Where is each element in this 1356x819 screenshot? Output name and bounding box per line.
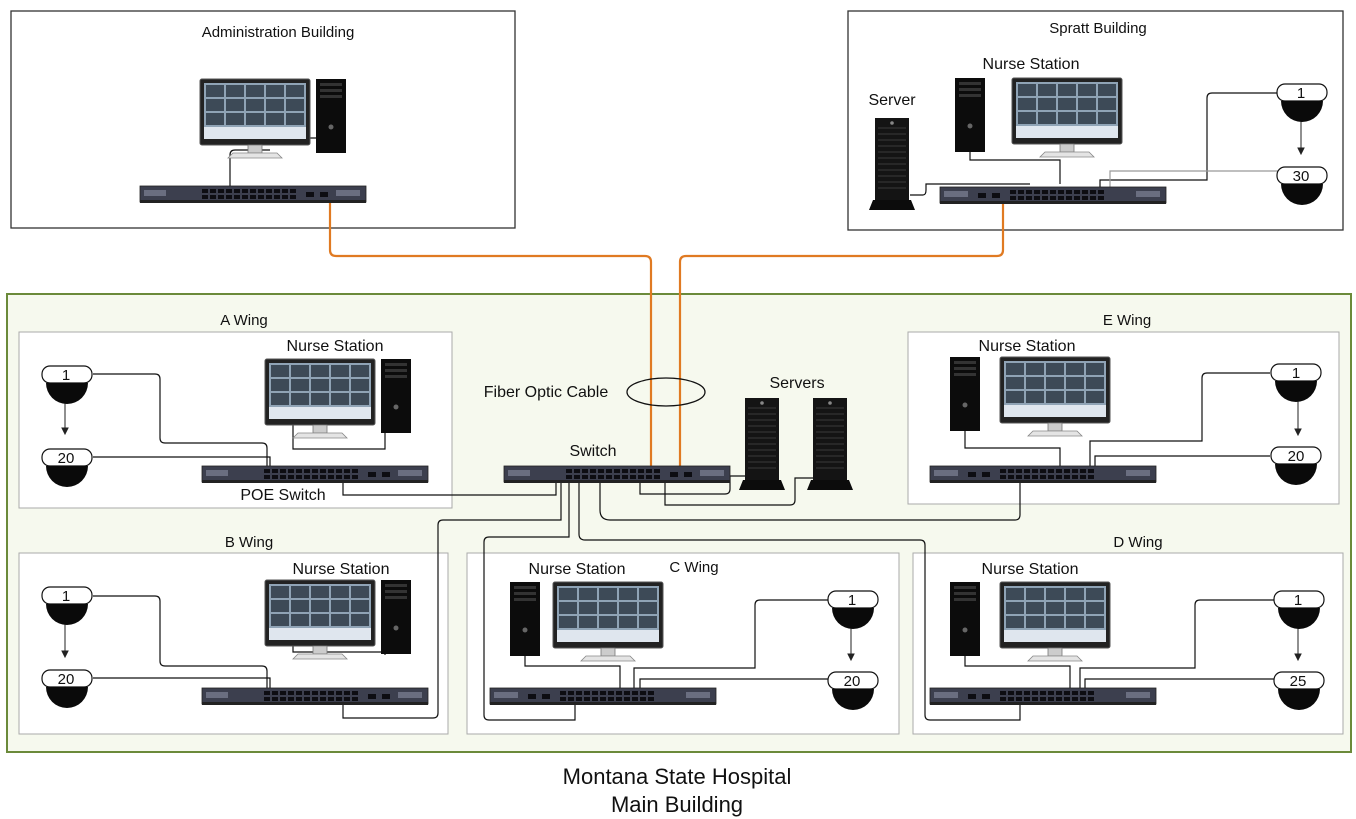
poe-switch-label: POE Switch xyxy=(240,487,326,504)
main-switch xyxy=(503,465,731,484)
a-wing-camera-first-number: 1 xyxy=(61,367,71,384)
e-wing-pc-tower xyxy=(950,357,980,431)
b-wing-nurse-station-label: Nurse Station xyxy=(292,561,390,578)
c-wing-pc-tower xyxy=(510,582,540,656)
fiber-optic-cable-label: Fiber Optic Cable xyxy=(483,384,609,401)
spratt-pc-tower xyxy=(955,78,985,152)
d-wing-nurse-station-label: Nurse Station xyxy=(981,561,1079,578)
fiber-bundle-ring xyxy=(626,377,706,407)
d-wing-switch xyxy=(929,687,1157,706)
b-wing-pc-tower xyxy=(381,580,411,654)
fiber-optic-cables xyxy=(328,200,1005,472)
e-wing-camera-first-number: 1 xyxy=(1291,365,1301,382)
d-wing-camera-last-number: 25 xyxy=(1289,673,1307,690)
admin-switch xyxy=(139,185,367,204)
servers-label: Servers xyxy=(769,375,825,392)
spratt-nurse-station-label: Nurse Station xyxy=(982,56,1080,73)
a-wing-pc-tower xyxy=(381,359,411,433)
main-switch-label: Switch xyxy=(569,443,617,460)
d-wing-title: D Wing xyxy=(1113,534,1163,551)
footer-building-name: Main Building xyxy=(610,792,744,817)
a-wing-title: A Wing xyxy=(220,312,268,329)
b-wing-title: B Wing xyxy=(224,534,274,551)
e-wing-nurse-station-label: Nurse Station xyxy=(978,338,1076,355)
c-wing-camera-first-number: 1 xyxy=(847,592,857,609)
main-server-1 xyxy=(738,397,786,491)
spratt-server-label: Server xyxy=(868,92,916,109)
a-wing-poe-switch xyxy=(201,465,429,484)
d-wing-camera-first-number: 1 xyxy=(1293,592,1303,609)
a-wing-camera-last-number: 20 xyxy=(57,450,75,467)
c-wing-switch xyxy=(489,687,717,706)
footer-hospital-name: Montana State Hospital xyxy=(562,764,792,789)
spratt-server xyxy=(868,117,916,211)
c-wing-title: C Wing xyxy=(669,559,719,576)
c-wing-camera-last-number: 20 xyxy=(843,673,861,690)
spratt-building-title: Spratt Building xyxy=(1049,20,1147,37)
e-wing-switch xyxy=(929,465,1157,484)
admin-building-title: Administration Building xyxy=(201,24,355,41)
spratt-camera-last-number: 30 xyxy=(1292,168,1310,185)
b-wing-switch xyxy=(201,687,429,706)
d-wing-pc-tower xyxy=(950,582,980,656)
e-wing-title: E Wing xyxy=(1102,312,1152,329)
spratt-switch xyxy=(939,186,1167,205)
main-server-2 xyxy=(806,397,854,491)
a-wing-nurse-station-label: Nurse Station xyxy=(286,338,384,355)
admin-pc-tower xyxy=(316,79,346,153)
b-wing-camera-last-number: 20 xyxy=(57,671,75,688)
b-wing-camera-first-number: 1 xyxy=(61,588,71,605)
network-cables xyxy=(93,92,1280,721)
spratt-camera-first-number: 1 xyxy=(1296,85,1306,102)
e-wing-camera-last-number: 20 xyxy=(1287,448,1305,465)
c-wing-nurse-station-label: Nurse Station xyxy=(528,561,626,578)
